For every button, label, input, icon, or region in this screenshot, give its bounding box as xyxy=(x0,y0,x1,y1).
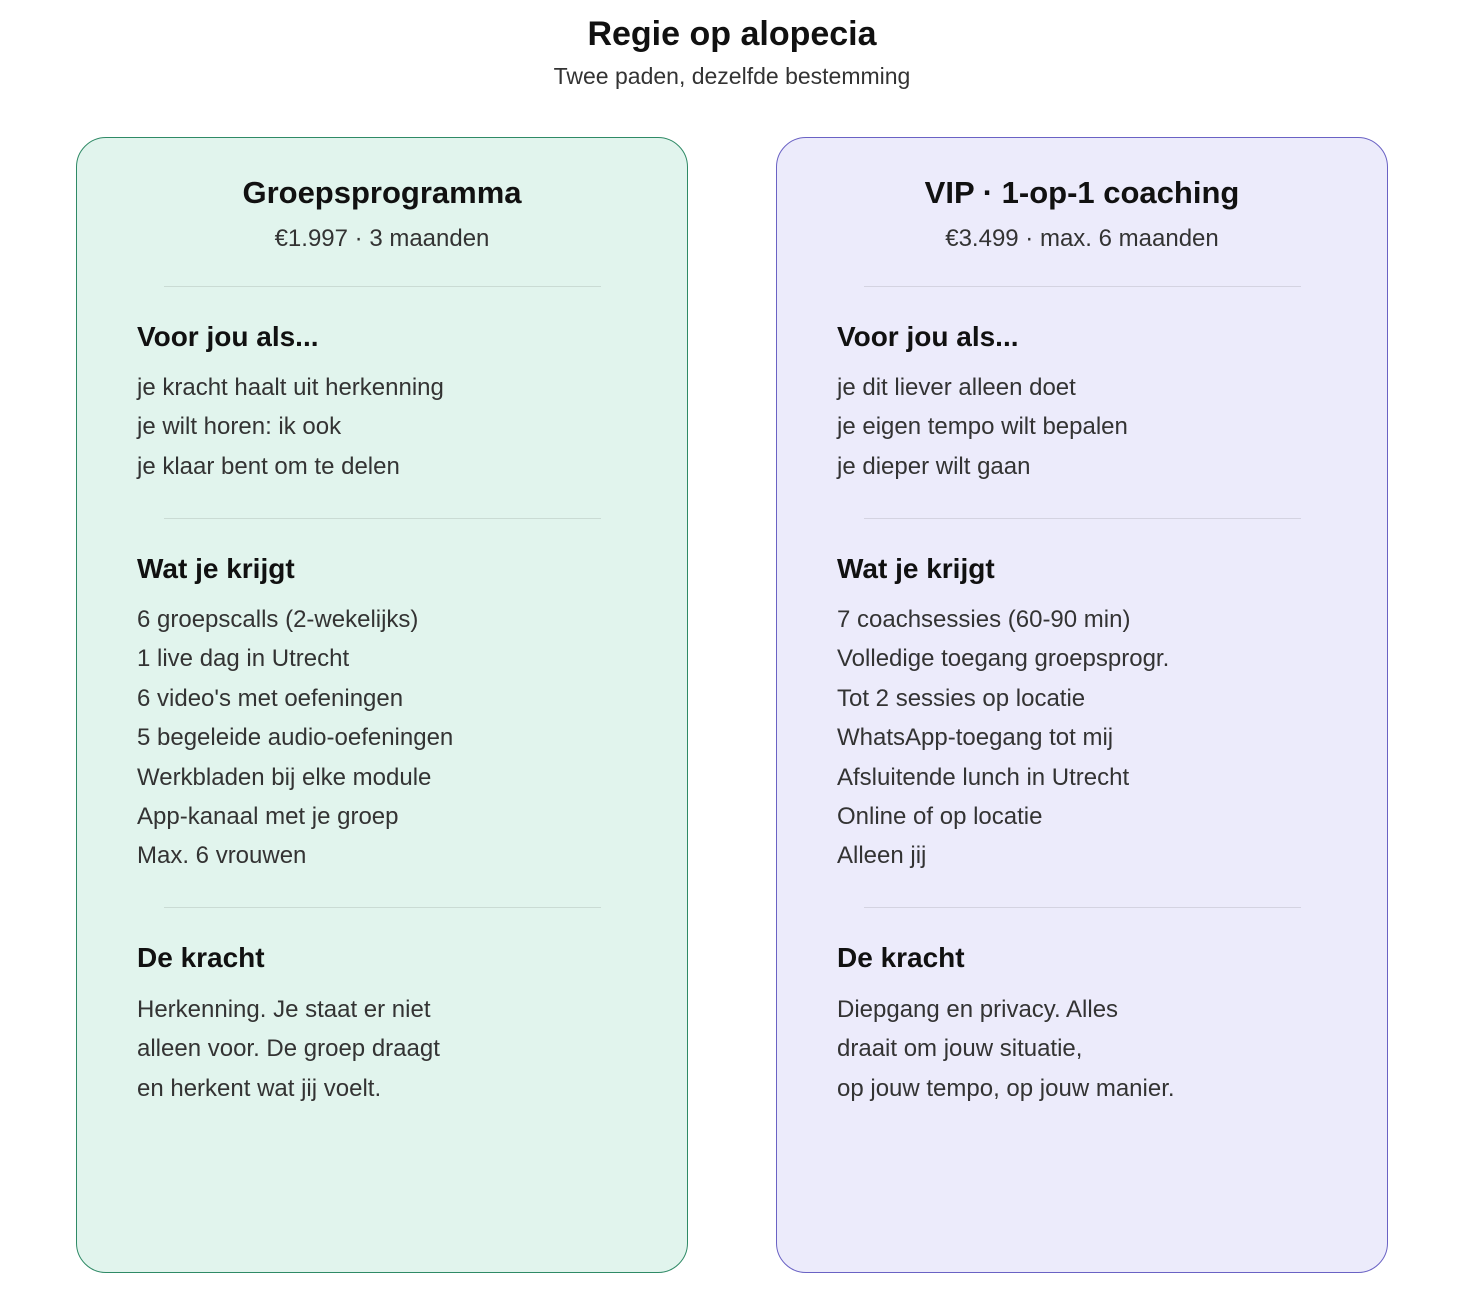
card-price: €3.499 · max. 6 maanden xyxy=(945,225,1219,252)
page-subtitle: Twee paden, dezelfde bestemming xyxy=(553,63,911,89)
list-item: 6 video's met oefeningen xyxy=(137,684,404,712)
list-item: Online of op locatie xyxy=(837,803,1043,831)
list-item: Tot 2 sessies op locatie xyxy=(837,684,1086,712)
card-title: Groepsprogramma xyxy=(242,175,522,210)
list-item: 1 live dag in Utrecht xyxy=(137,645,350,673)
list-item: je klaar bent om te delen xyxy=(137,452,400,480)
strength-line: en herkent wat jij voelt. xyxy=(137,1074,382,1102)
divider xyxy=(864,518,1301,519)
strength-line: op jouw tempo, op jouw manier. xyxy=(837,1074,1175,1102)
divider xyxy=(864,286,1301,287)
list-item: 7 coachsessies (60-90 min) xyxy=(837,606,1131,633)
strength-line: alleen voor. De groep draagt xyxy=(137,1035,440,1063)
what-you-get-list: 6 groepscalls (2-wekelijks) 1 live dag i… xyxy=(137,600,453,876)
what-you-get-heading: Wat je krijgt xyxy=(137,553,295,584)
list-item: je kracht haalt uit herkenning xyxy=(137,374,444,401)
list-item: Afsluitende lunch in Utrecht xyxy=(837,763,1130,791)
divider xyxy=(164,286,601,287)
what-you-get-heading: Wat je krijgt xyxy=(837,553,995,584)
divider xyxy=(164,907,601,908)
strength-text: Herkenning. Je staat er niet alleen voor… xyxy=(137,990,440,1108)
list-item: WhatsApp-toegang tot mij xyxy=(837,724,1114,752)
list-item: 5 begeleide audio-oefeningen xyxy=(137,724,454,752)
card-title: VIP · 1-op-1 coaching xyxy=(924,175,1240,210)
list-item: je dit liever alleen doet xyxy=(837,374,1076,401)
list-item: Max. 6 vrouwen xyxy=(137,842,307,870)
strength-line: Diepgang en privacy. Alles xyxy=(837,996,1119,1023)
vip-coaching-card: VIP · 1-op-1 coaching €3.499 · max. 6 ma… xyxy=(776,137,1388,1273)
what-you-get-list: 7 coachsessies (60-90 min) Volledige toe… xyxy=(837,600,1169,876)
list-item: App-kanaal met je groep xyxy=(137,803,399,831)
list-item: Alleen jij xyxy=(837,842,927,870)
list-item: je eigen tempo wilt bepalen xyxy=(837,413,1128,441)
group-program-card: Groepsprogramma €1.997 · 3 maanden Voor … xyxy=(76,137,688,1273)
for-you-heading: Voor jou als... xyxy=(837,321,1019,352)
list-item: je wilt horen: ik ook xyxy=(137,413,342,441)
strength-heading: De kracht xyxy=(837,942,965,973)
for-you-list: je kracht haalt uit herkenning je wilt h… xyxy=(137,368,444,486)
strength-line: Herkenning. Je staat er niet xyxy=(137,996,431,1023)
card-price: €1.997 · 3 maanden xyxy=(274,225,490,252)
for-you-heading: Voor jou als... xyxy=(137,321,319,352)
list-item: Volledige toegang groepsprogr. xyxy=(837,645,1170,673)
strength-heading: De kracht xyxy=(137,942,265,973)
divider xyxy=(164,518,601,519)
for-you-list: je dit liever alleen doet je eigen tempo… xyxy=(837,368,1128,486)
list-item: 6 groepscalls (2-wekelijks) xyxy=(137,606,419,633)
list-item: Werkbladen bij elke module xyxy=(137,763,432,791)
strength-text: Diepgang en privacy. Alles draait om jou… xyxy=(837,990,1175,1108)
divider xyxy=(864,907,1301,908)
strength-line: draait om jouw situatie, xyxy=(837,1035,1083,1063)
page-title: Regie op alopecia xyxy=(587,15,877,53)
list-item: je dieper wilt gaan xyxy=(837,452,1031,480)
